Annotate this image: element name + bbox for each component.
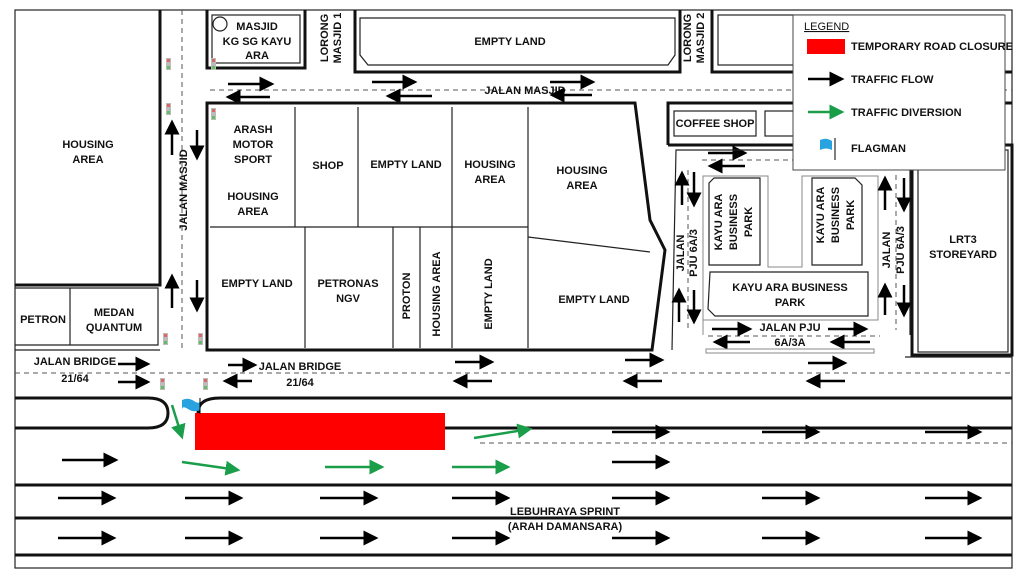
lot-labels: ARASH MOTOR SPORT HOUSING AREA SHOP EMPT… [221, 124, 629, 337]
petron-medan: PETRON MEDAN QUANTUM [15, 287, 159, 346]
svg-text:AREA: AREA [72, 154, 103, 166]
svg-text:EMPTY LAND: EMPTY LAND [370, 159, 441, 171]
svg-text:MOTOR: MOTOR [233, 139, 274, 151]
road-label: JALAN BRIDGE [259, 361, 342, 373]
svg-text:NGV: NGV [336, 293, 361, 305]
masjid: MASJID KG SG KAYU ARA [205, 10, 307, 70]
svg-text:ARASH: ARASH [233, 124, 272, 136]
closure-swatch [807, 39, 845, 54]
housing-area-left: HOUSING AREA [15, 10, 162, 287]
road-label: 21/64 [61, 373, 89, 385]
central-block [205, 101, 667, 352]
svg-text:BUSINESS: BUSINESS [728, 194, 740, 250]
svg-text:MEDAN: MEDAN [94, 307, 134, 319]
svg-text:PROTON: PROTON [401, 273, 413, 320]
lot-dividers [210, 107, 651, 348]
svg-text:HOUSING: HOUSING [227, 191, 278, 203]
legend: LEGEND TEMPORARY ROAD CLOSURE TRAFFIC FL… [792, 14, 1013, 171]
business-park-labels: KAYU ARA BUSINESS PARK KAYU ARA BUSINESS… [713, 187, 857, 309]
road-label: JALAN PJU [759, 322, 820, 334]
svg-text:HOUSING: HOUSING [556, 165, 607, 177]
svg-text:AREA: AREA [566, 180, 597, 192]
svg-text:PARK: PARK [775, 297, 805, 309]
svg-text:HOUSING AREA: HOUSING AREA [431, 251, 443, 336]
svg-text:KAYU ARA: KAYU ARA [815, 187, 827, 244]
svg-text:LEGEND: LEGEND [804, 21, 849, 33]
svg-text:MASJID: MASJID [236, 21, 278, 33]
road-label: JALAN MASJID [178, 149, 190, 230]
svg-text:PETRONAS: PETRONAS [317, 278, 378, 290]
svg-text:PARK: PARK [743, 207, 755, 237]
road-label: LORONG [319, 14, 331, 62]
svg-text:HOUSING: HOUSING [464, 159, 515, 171]
coffee-shop-label: COFFEE SHOP [676, 118, 755, 130]
svg-text:SPORT: SPORT [234, 154, 272, 166]
road-label: MASJID 1 [332, 13, 344, 64]
road-label: LORONG [682, 14, 694, 62]
road-label: JALAN [675, 235, 687, 272]
highway-label: (ARAH DAMANSARA) [508, 521, 623, 533]
road-label: JALAN MASJID [484, 85, 565, 97]
svg-text:HOUSING: HOUSING [62, 139, 113, 151]
coffee-shop [673, 110, 757, 137]
traffic-flow-arrows [58, 424, 983, 546]
svg-text:TRAFFIC FLOW: TRAFFIC FLOW [851, 74, 934, 86]
svg-text:ARA: ARA [245, 50, 269, 62]
road-label: JALAN [881, 232, 893, 269]
svg-text:KG SG KAYU: KG SG KAYU [223, 36, 292, 48]
road-label: 21/64 [286, 377, 314, 389]
svg-text:PARK: PARK [845, 200, 857, 230]
lrt3-label: LRT3 [949, 234, 977, 246]
svg-text:TEMPORARY ROAD CLOSURE: TEMPORARY ROAD CLOSURE [851, 41, 1013, 53]
road-label: MASJID 2 [695, 13, 707, 64]
svg-text:EMPTY LAND: EMPTY LAND [221, 278, 292, 290]
road-label: 6A/3A [774, 337, 805, 349]
svg-text:QUANTUM: QUANTUM [86, 322, 142, 334]
road-label: JALAN BRIDGE [34, 356, 117, 368]
svg-text:PETRON: PETRON [20, 314, 66, 326]
svg-text:BUSINESS: BUSINESS [830, 187, 842, 243]
empty-land-top: EMPTY LAND [353, 10, 682, 74]
svg-text:AREA: AREA [237, 206, 268, 218]
highway-label: LEBUHRAYA SPRINT [510, 506, 620, 518]
traffic-diversion-arrows [170, 404, 533, 476]
svg-text:EMPTY LAND: EMPTY LAND [474, 36, 545, 48]
svg-text:SHOP: SHOP [312, 160, 343, 172]
svg-text:KAYU ARA: KAYU ARA [713, 194, 725, 251]
svg-text:AREA: AREA [474, 174, 505, 186]
svg-text:EMPTY LAND: EMPTY LAND [483, 258, 495, 329]
business-park [702, 175, 879, 335]
svg-text:TRAFFIC DIVERSION: TRAFFIC DIVERSION [851, 107, 962, 119]
road-label: PJU 6A/3 [688, 229, 700, 277]
flagman-icon [182, 398, 201, 414]
svg-text:EMPTY LAND: EMPTY LAND [558, 294, 629, 306]
lrt3-label: STOREYARD [929, 249, 997, 261]
road-label: PJU 6A/3 [895, 226, 907, 274]
flagman-icon [820, 138, 836, 160]
svg-text:FLAGMAN: FLAGMAN [851, 143, 906, 155]
road-closure [195, 413, 445, 450]
svg-text:KAYU ARA BUSINESS: KAYU ARA BUSINESS [732, 282, 848, 294]
